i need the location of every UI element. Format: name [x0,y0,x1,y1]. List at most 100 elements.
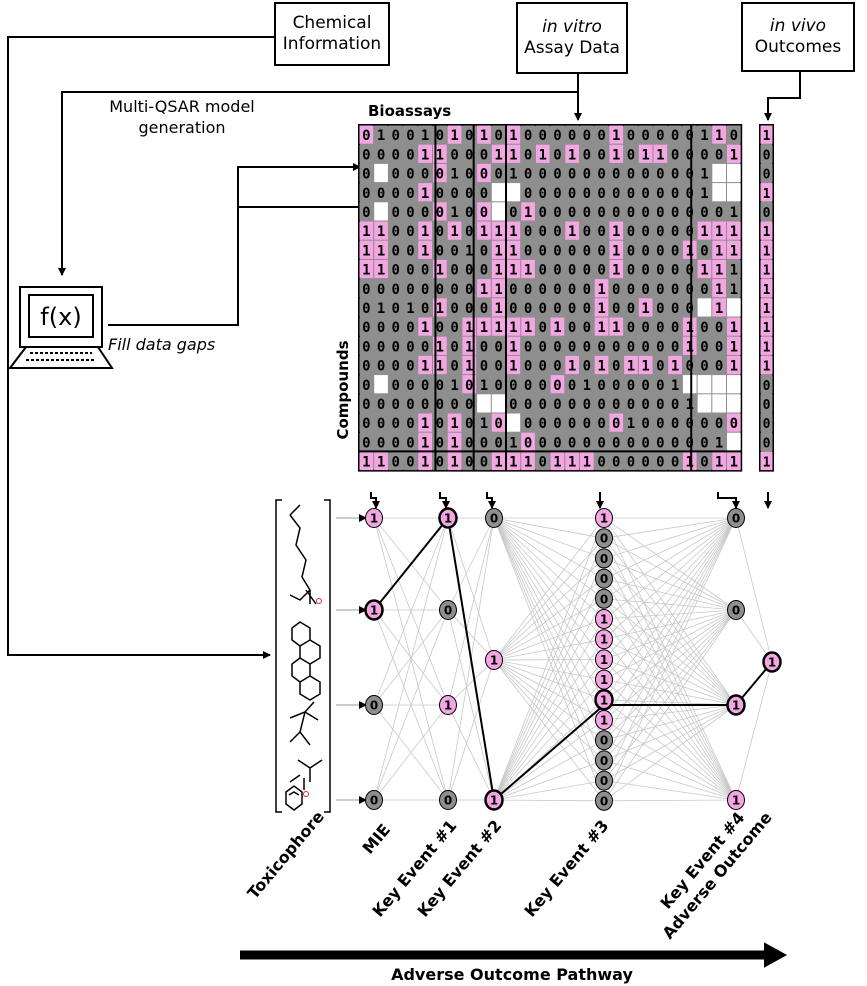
matrix-cell-value: 0 [627,435,635,451]
matrix-cell-value: 1 [465,320,473,336]
matrix-cell-value: 0 [465,301,473,317]
network-edge [603,704,737,721]
matrix-cell-value: 0 [465,263,473,279]
matrix-cell-value: 0 [553,435,561,451]
matrix-cell [609,317,624,336]
network-edge [373,704,449,801]
node-value: 1 [600,653,608,667]
matrix-cell-value: 0 [436,320,444,336]
matrix-cell-value: 0 [715,416,723,432]
matrix-cell [418,240,432,259]
matrix-cell-value: 0 [480,186,488,202]
node-circle [595,609,613,629]
matrix-cell [682,259,697,279]
matrix-cell [668,144,682,163]
matrix-cell [668,221,682,240]
network-edge [603,704,737,781]
outcome-cell [760,413,773,432]
network-node-ke3: 1 [595,710,613,730]
matrix-cell-value: 0 [568,397,576,413]
matrix-cell [388,355,403,375]
outcome-cell-value: 0 [763,398,771,413]
matrix-cell [535,183,550,202]
matrix-cell [697,125,712,144]
matrix-cell [565,355,579,375]
matrix-cell-value: 0 [450,320,458,336]
matrix-cell-value: 0 [641,435,649,451]
matrix-cell [609,259,624,279]
matrix-cell-value: 1 [421,455,429,471]
network-node-mie: 0 [365,790,383,810]
matrix-cell-value: 0 [700,320,708,336]
matrix-cell-value: 1 [671,359,679,375]
matrix-cell [682,279,697,298]
matrix-cell [374,432,388,451]
bioassays-label: Bioassays [368,102,451,120]
node-value: 0 [444,604,452,618]
matrix-cell-value: 0 [641,186,649,202]
matrix-cell-value: 0 [553,128,561,144]
matrix-cell [374,413,388,432]
matrix-cell-value: 0 [406,128,414,144]
matrix-cell-value: 0 [392,263,400,279]
matrix-cell-value: 0 [568,282,576,298]
matrix-cell [403,355,418,375]
matrix-cell [403,221,418,240]
matrix-cell [565,221,579,240]
matrix-cell-value: 0 [641,282,649,298]
matrix-cell-value: 0 [494,435,502,451]
matrix-cell-value: 0 [392,455,400,471]
matrix-cell-value: 0 [421,205,429,221]
matrix-cell-value: 0 [406,378,414,394]
matrix-cell [682,298,697,317]
matrix-cell [550,279,565,298]
matrix-cell-value: 0 [465,416,473,432]
matrix-cell-value: 0 [421,378,429,394]
matrix-cell [565,413,579,432]
matrix-cell [477,355,491,375]
network-edge [603,699,737,801]
matrix-cell-value: 1 [627,416,635,432]
matrix-cell-value: 0 [597,339,605,355]
matrix-cell [624,451,638,471]
matrix-cell [565,279,579,298]
matrix-cell-value: 0 [656,416,664,432]
matrix-cell [638,240,653,259]
matrix-cell-value: 0 [671,243,679,259]
matrix-cell-value: 0 [656,282,664,298]
matrix-cell [374,183,388,202]
matrix-cell [447,432,462,451]
matrix-cell-value: 0 [539,128,547,144]
matrix-cell-value: 0 [627,397,635,413]
matrix-cell-value: 0 [686,359,694,375]
matrix-cell [418,413,432,432]
matrix-cell [712,355,726,375]
network-edge [603,517,737,640]
matrix-cell-value: 0 [362,167,370,183]
matrix-cell [550,298,565,317]
matrix-cell-value: 0 [597,416,605,432]
toxicophore-panel [275,499,331,813]
network-edge [603,598,737,801]
matrix-cell [491,202,506,221]
matrix-cell-value: 1 [700,186,708,202]
matrix-cell [418,279,432,298]
matrix-cell-value: 0 [700,339,708,355]
matrix-cell-value: 0 [656,301,664,317]
outcome-cell [760,125,773,144]
matrix-cell-value: 0 [362,435,370,451]
outcome-cell-value: 0 [763,206,771,221]
matrix-cell [388,240,403,259]
network-edge [447,609,495,801]
matrix-cell-value: 0 [700,147,708,163]
matrix-cell-value: 0 [539,263,547,279]
matrix-cell [403,336,418,355]
matrix-cell-value: 1 [450,205,458,221]
matrix-cell [668,451,682,471]
outcome-cell-value: 0 [763,148,771,163]
matrix-cell-value: 0 [597,435,605,451]
matrix-cell [550,355,565,375]
matrix-cell [550,183,565,202]
matrix-cell [447,240,462,259]
